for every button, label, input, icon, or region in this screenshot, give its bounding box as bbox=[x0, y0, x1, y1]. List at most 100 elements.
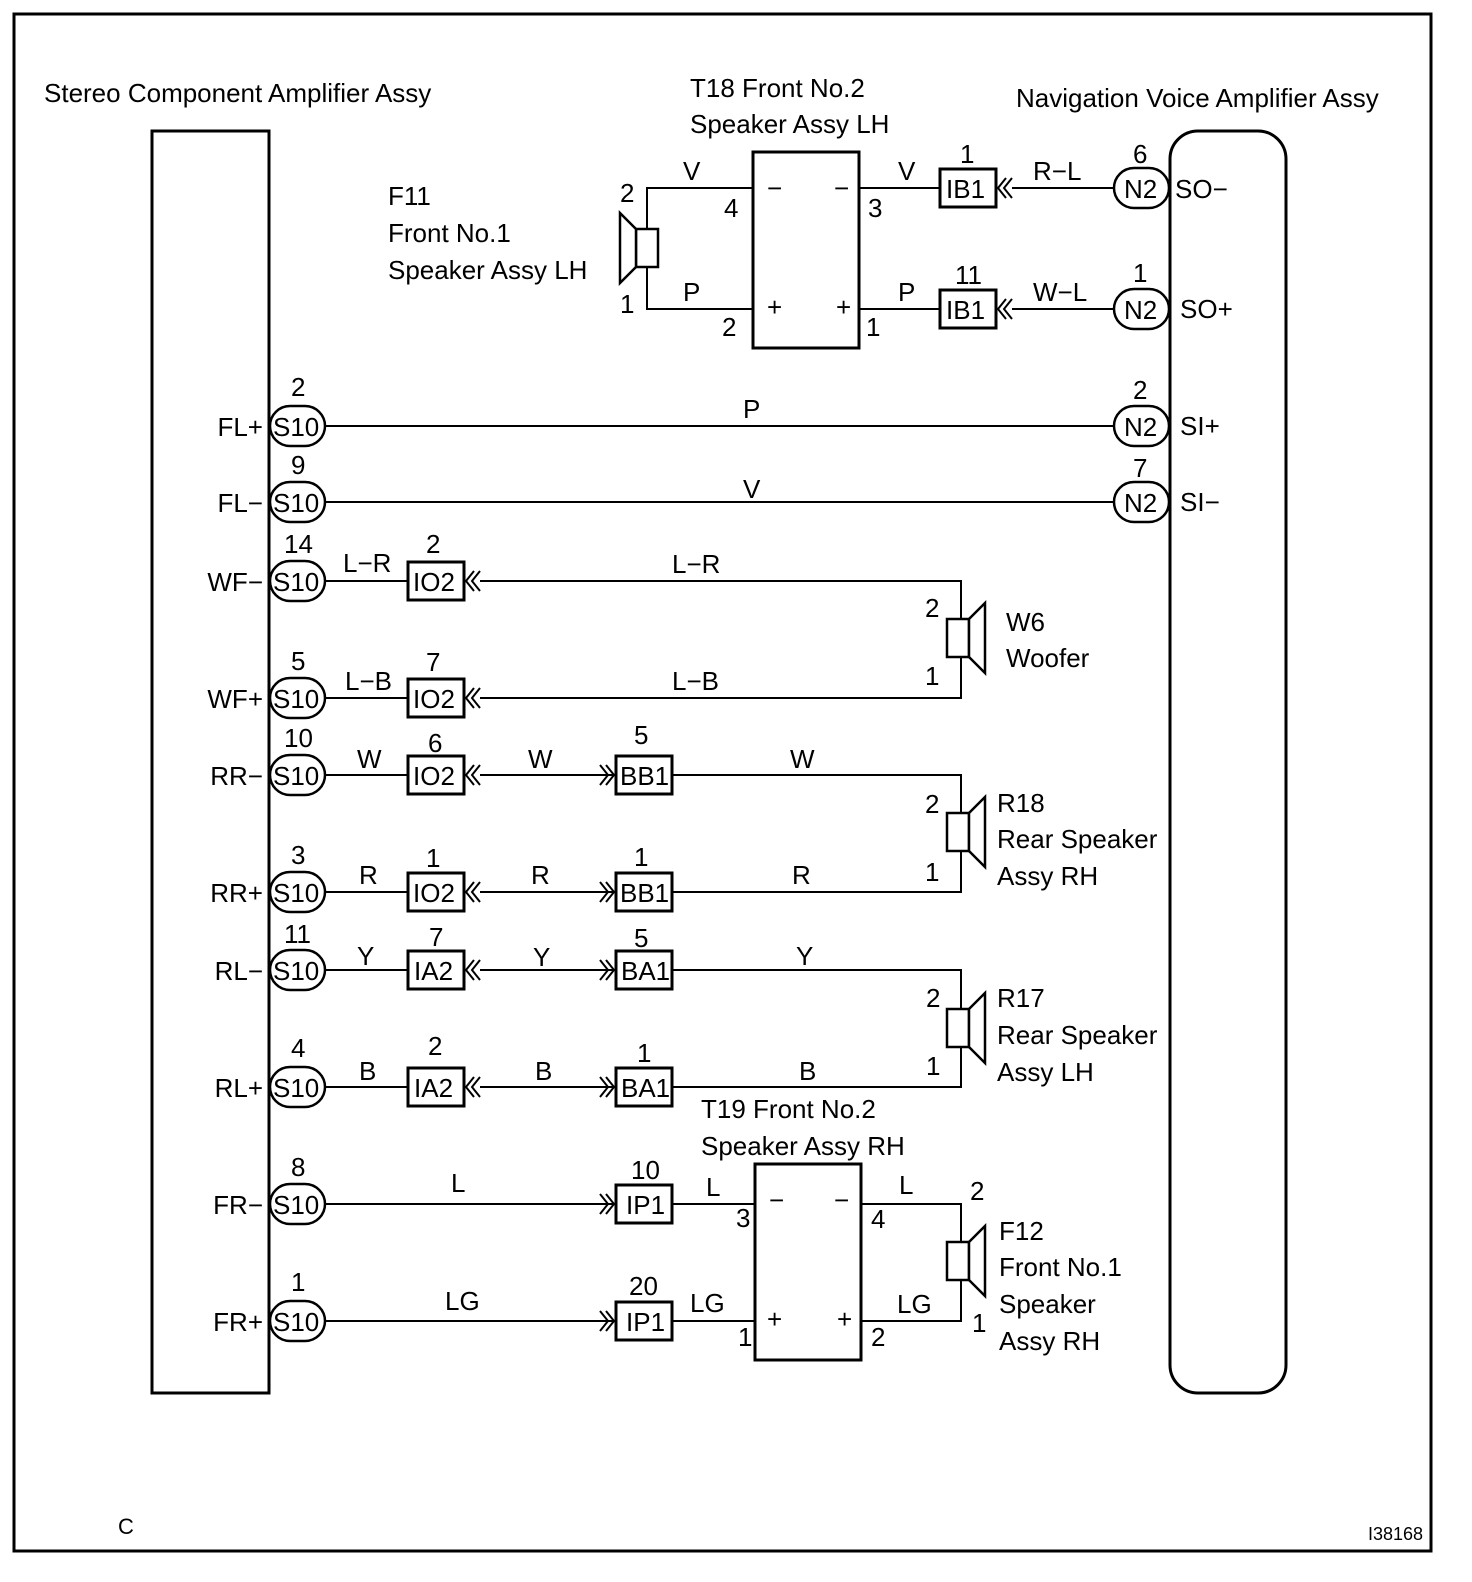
wire-rr-plus-a: R bbox=[359, 860, 378, 890]
s10-connector bbox=[268, 1299, 327, 1343]
bb1-rrp-box bbox=[614, 871, 674, 913]
wire-fr-minus-a: L bbox=[451, 1168, 465, 1198]
io2-rrp-chevron bbox=[465, 881, 481, 903]
nav-connector-si-plus: N2 2 bbox=[1112, 375, 1171, 448]
s10-pin-number: 8 bbox=[291, 1152, 305, 1182]
ib1-top-name: IB1 bbox=[946, 174, 985, 204]
r17-label-1: R17 bbox=[997, 983, 1045, 1013]
f12-pin-bottom: 1 bbox=[972, 1308, 986, 1338]
f12-label-2: Front No.1 bbox=[999, 1252, 1122, 1282]
ba1-rlp-name: BA1 bbox=[621, 1073, 670, 1103]
s10-pin-number: 2 bbox=[291, 372, 305, 402]
r17-pin-bottom: 1 bbox=[926, 1051, 940, 1081]
nav-amp-title: Navigation Voice Amplifier Assy bbox=[1016, 83, 1379, 113]
w6-label-1: W6 bbox=[1006, 607, 1045, 637]
wire-rl-plus-b: B bbox=[535, 1056, 552, 1086]
r17-pin-top: 2 bbox=[926, 983, 940, 1013]
ip1-frp-box bbox=[614, 1300, 674, 1342]
ib1-bot-chevron bbox=[997, 298, 1013, 320]
amp-terminal-label: RR− bbox=[210, 761, 263, 791]
wire-so-minus: R−L bbox=[1033, 156, 1081, 186]
n2-label-1: N2 bbox=[1124, 174, 1157, 204]
ib1-bot-box bbox=[938, 288, 998, 330]
fr-plus-wire-c bbox=[861, 1280, 962, 1322]
rr-minus-wire-c bbox=[672, 774, 962, 816]
amp-terminal-label: WF+ bbox=[207, 684, 263, 714]
t18-plus-left: + bbox=[767, 292, 782, 322]
s10-connector bbox=[268, 948, 327, 992]
s10-connector-label: S10 bbox=[273, 878, 319, 908]
amp-terminal-label: RR+ bbox=[210, 878, 263, 908]
s10-connector-label: S10 bbox=[273, 488, 319, 518]
io2-rrp-box bbox=[406, 871, 466, 913]
f11-label-1: F11 bbox=[388, 181, 431, 211]
f11-wire-top bbox=[646, 187, 753, 228]
wf-plus-wire-b bbox=[480, 658, 962, 699]
w6-pin-bottom: 1 bbox=[925, 661, 939, 691]
wire-rr-minus-b: W bbox=[528, 744, 553, 774]
ia2-rlp-chevron bbox=[465, 1076, 481, 1098]
s10-connector bbox=[268, 404, 327, 448]
fr-minus-wire-c bbox=[861, 1203, 962, 1244]
t19-pin-out-plus: 2 bbox=[871, 1322, 885, 1352]
r17-label-2: Rear Speaker bbox=[997, 1020, 1158, 1050]
bb1-rrm-name: BB1 bbox=[620, 761, 669, 791]
ia2-rlm-box bbox=[406, 949, 466, 991]
nav-connector-si-minus: N2 7 bbox=[1112, 453, 1171, 524]
ip1-frp-name: IP1 bbox=[626, 1307, 665, 1337]
io2-wfp-pin: 7 bbox=[426, 647, 440, 677]
io2-rrm-chevron bbox=[465, 764, 481, 786]
f12-pin-top: 2 bbox=[970, 1176, 984, 1206]
wire-fr-plus-c: LG bbox=[897, 1289, 932, 1319]
s10-connector bbox=[268, 676, 327, 720]
wire-fr-plus-a: LG bbox=[445, 1286, 480, 1316]
s10-connector-label: S10 bbox=[273, 412, 319, 442]
outer-frame bbox=[12, 12, 1433, 1553]
wire-wf-plus-a: L−B bbox=[345, 666, 392, 696]
t18-title-1: T18 Front No.2 bbox=[690, 73, 865, 103]
amp-terminal-label: FL+ bbox=[217, 412, 263, 442]
t18-pin-in-plus: 2 bbox=[722, 312, 736, 342]
io2-rrm-name: IO2 bbox=[413, 761, 455, 791]
amp-terminal-label: RL− bbox=[215, 956, 263, 986]
nav-terminal-so-plus: SO+ bbox=[1180, 294, 1233, 324]
wire-t18-in-plus: P bbox=[683, 277, 700, 307]
nav-connector-so-plus: N2 1 bbox=[1112, 258, 1171, 331]
wire-rl-minus-a: Y bbox=[357, 941, 374, 971]
f11-speaker-icon bbox=[618, 211, 660, 285]
nav-connector-so-minus: N2 6 bbox=[1112, 139, 1171, 210]
f11-pin-bottom: 1 bbox=[620, 289, 634, 319]
stereo-amp-block bbox=[150, 129, 271, 1395]
amp-terminal-label: RL+ bbox=[215, 1073, 263, 1103]
s10-connector bbox=[268, 1182, 327, 1226]
amp-terminal-label: FL− bbox=[217, 488, 263, 518]
t19-minus-left: − bbox=[769, 1185, 784, 1215]
io2-rrp-name: IO2 bbox=[413, 878, 455, 908]
w6-pin-top: 2 bbox=[925, 593, 939, 623]
f12-speaker-icon bbox=[945, 1224, 987, 1298]
t19-pin-in-minus: 3 bbox=[736, 1203, 750, 1233]
s10-connector-label: S10 bbox=[273, 567, 319, 597]
s10-connector-label: S10 bbox=[273, 1073, 319, 1103]
wire-so-plus: W−L bbox=[1033, 277, 1087, 307]
s10-connector bbox=[268, 753, 327, 797]
ia2-rlp-box bbox=[406, 1066, 466, 1108]
ip1-frm-box bbox=[614, 1183, 674, 1225]
wire-wf-minus-b: L−R bbox=[672, 549, 720, 579]
f11-pin-top: 2 bbox=[620, 178, 634, 208]
bb1-rrm-box bbox=[614, 754, 674, 796]
nav-pin-3: 2 bbox=[1133, 375, 1147, 405]
t18-minus-left: − bbox=[767, 173, 782, 203]
t19-pin-out-minus: 4 bbox=[871, 1204, 885, 1234]
s10-connector-label: S10 bbox=[273, 684, 319, 714]
nav-terminal-si-plus: SI+ bbox=[1180, 411, 1220, 441]
t18-pin-out-plus: 1 bbox=[866, 312, 880, 342]
figure-id: I38168 bbox=[1368, 1524, 1423, 1544]
r18-label-1: R18 bbox=[997, 788, 1045, 818]
t18-box bbox=[751, 150, 861, 350]
ib1-top-box bbox=[938, 167, 998, 209]
io2-rrp-pin: 1 bbox=[426, 843, 440, 873]
rr-plus-wire-c bbox=[672, 852, 962, 893]
nav-pin-4: 7 bbox=[1133, 453, 1147, 483]
wire-wf-minus-a: L−R bbox=[343, 548, 391, 578]
